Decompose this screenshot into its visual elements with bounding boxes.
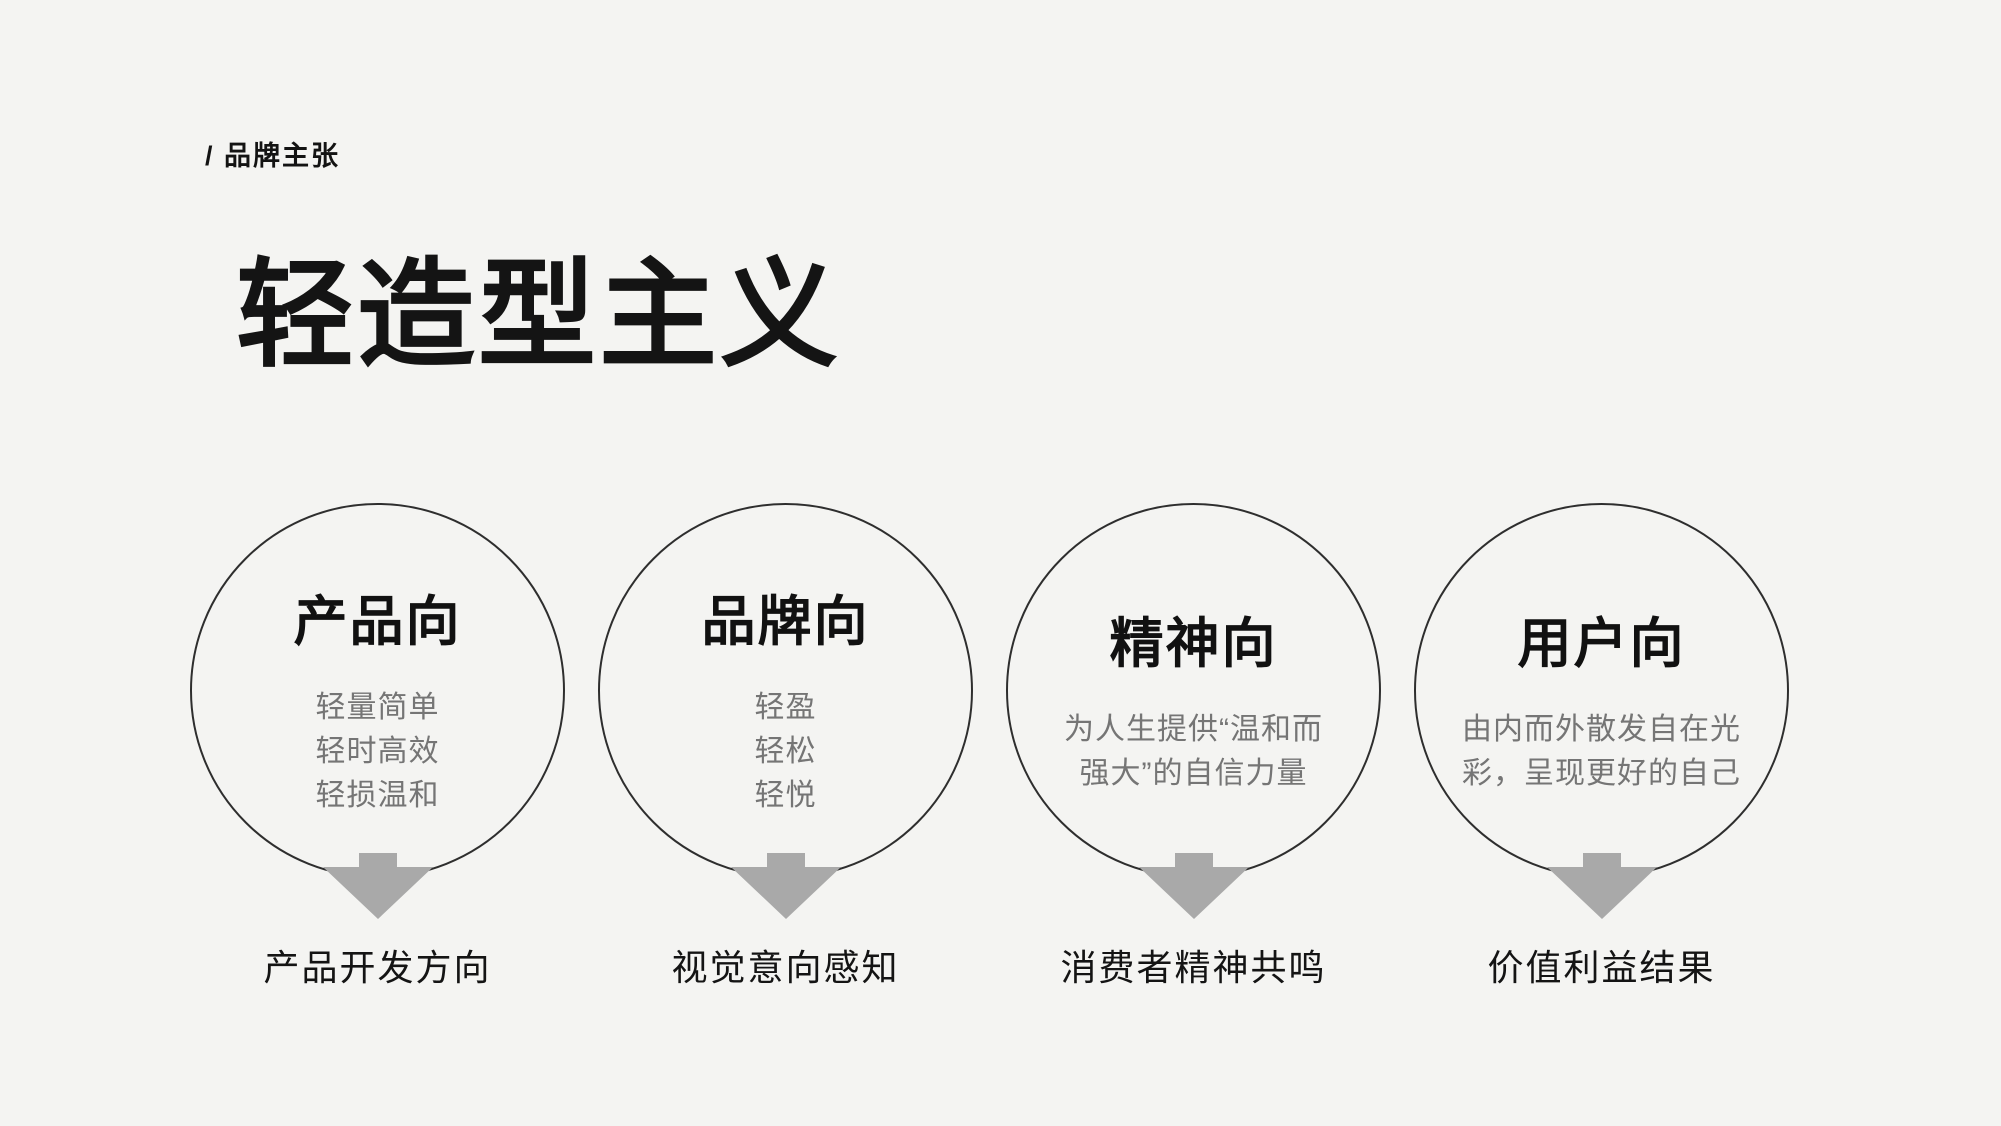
- pillar-brand: 品牌向 轻盈 轻松 轻悦 视觉意向感知: [598, 503, 973, 991]
- pillar-product: 产品向 轻量简单 轻时高效 轻损温和 产品开发方向: [190, 503, 565, 991]
- pillar-circle: 产品向 轻量简单 轻时高效 轻损温和: [190, 503, 565, 878]
- down-arrow-icon: [322, 853, 433, 919]
- down-arrow-icon: [1138, 853, 1249, 919]
- pillar-outcome: 消费者精神共鸣: [1060, 947, 1327, 988]
- description-line: 轻松: [754, 735, 817, 768]
- pillar-title: 产品向: [293, 592, 462, 652]
- description-line: 强大”的自信力量: [1079, 757, 1308, 790]
- pillar-circle: 用户向 由内而外散发自在光 彩，呈现更好的自己: [1414, 503, 1789, 878]
- pillar-title: 精神向: [1109, 614, 1278, 674]
- pillar-description: 为人生提供“温和而 强大”的自信力量: [1064, 708, 1323, 796]
- description-line: 由内而外散发自在光: [1462, 713, 1741, 746]
- pillar-title: 用户向: [1517, 614, 1686, 674]
- pillar-description: 轻盈 轻松 轻悦: [755, 686, 817, 818]
- pillar-spirit: 精神向 为人生提供“温和而 强大”的自信力量 消费者精神共鸣: [1006, 503, 1381, 991]
- description-line: 轻悦: [754, 779, 817, 812]
- pillars-row: 产品向 轻量简单 轻时高效 轻损温和 产品开发方向 品牌向 轻盈 轻松 轻悦: [190, 503, 1789, 991]
- down-arrow-icon: [730, 853, 841, 919]
- pillar-description: 由内而外散发自在光 彩，呈现更好的自己: [1462, 708, 1741, 796]
- description-line: 轻损温和: [315, 779, 440, 812]
- description-line: 轻时高效: [315, 735, 440, 768]
- pillar-outcome: 价值利益结果: [1487, 947, 1716, 988]
- pillar-description: 轻量简单 轻时高效 轻损温和: [316, 686, 440, 818]
- pillar-circle: 精神向 为人生提供“温和而 强大”的自信力量: [1006, 503, 1381, 878]
- page-title: 轻造型主义: [236, 250, 842, 382]
- description-line: 彩，呈现更好的自己: [1462, 757, 1741, 790]
- description-line: 轻量简单: [315, 691, 440, 724]
- description-line: 轻盈: [754, 691, 817, 724]
- pillar-outcome: 视觉意向感知: [671, 947, 900, 988]
- down-arrow-icon: [1546, 853, 1657, 919]
- pillar-user: 用户向 由内而外散发自在光 彩，呈现更好的自己 价值利益结果: [1414, 503, 1789, 991]
- pillar-outcome: 产品开发方向: [263, 947, 492, 988]
- description-line: 为人生提供“温和而: [1064, 713, 1323, 746]
- pillar-circle: 品牌向 轻盈 轻松 轻悦: [598, 503, 973, 878]
- section-label: / 品牌主张: [205, 141, 341, 171]
- pillar-title: 品牌向: [701, 592, 870, 652]
